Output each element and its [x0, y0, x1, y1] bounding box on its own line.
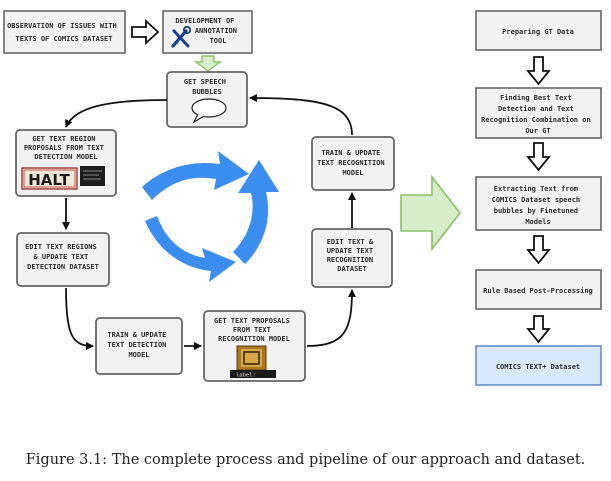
halt-text: HALT: [28, 171, 70, 189]
text-proposals-box: GET TEXT PROPOSALS FROM TEXT RECOGNITION…: [203, 310, 306, 382]
svg-text:GET TEXT REGION PROPOSAL: GET TEXT REGION PROPOSALS FROM TEXT DETE…: [24, 135, 108, 161]
speech-bubbles-line-2: BUBBLES: [192, 88, 222, 96]
train-detection-box: TRAIN & UPDATE TEXT DETECTION MODEL: [95, 317, 183, 375]
edit-text-box: EDIT TEXT & UPDATE TEXT RECOGNITION DATA…: [311, 228, 393, 288]
hollow-arrow-down-4: [526, 315, 551, 344]
finding-best-line-4: Our GT: [525, 127, 550, 135]
svg-text:EDIT TEXT & UPDATE TEXT: EDIT TEXT & UPDATE TEXT RECOGNITION DATA…: [327, 238, 378, 273]
green-down-arrow: [193, 55, 223, 72]
halt-thumbnail: HALT: [21, 166, 105, 190]
hollow-arrow-down-2: [526, 142, 551, 172]
post-processing-box: Rule Based Post-Processing: [475, 269, 602, 310]
post-processing-line-1: Rule Based Post-Processing: [483, 287, 593, 295]
svg-text:DEVELOPMENT OF ANNOTATIO: DEVELOPMENT OF ANNOTATION TOOL: [175, 17, 241, 45]
train-recognition-line-1: TRAIN & UPDATE: [321, 149, 380, 157]
svg-text:OBSERVATION OF ISSUES WITH: OBSERVATION OF ISSUES WITH TEXTS OF COMI…: [7, 22, 121, 43]
region-proposals-box: GET TEXT REGION PROPOSALS FROM TEXT DETE…: [15, 129, 117, 197]
region-proposals-line-1: GET TEXT REGION: [32, 135, 95, 143]
finding-best-line-1: Finding Best Text: [500, 94, 572, 102]
svg-text:Rule Based Post-Processing: Rule Based Post-Processing: [483, 287, 593, 295]
observation-box: OBSERVATION OF ISSUES WITH TEXTS OF COMI…: [3, 10, 126, 54]
extracting-line-2: COMICS Dataset speech: [492, 196, 581, 204]
arrow-edit-to-train-detection: [65, 287, 94, 350]
arrow-train-recognition-to-bubbles: [249, 94, 353, 136]
speech-bubble-icon: [191, 98, 227, 124]
figure-caption: Figure 3.1: The complete process and pip…: [25, 452, 586, 468]
speech-bubbles-line-1: GET SPEECH: [184, 78, 226, 86]
cycle-arrow-bottom: [145, 216, 236, 282]
train-detection-line-1: TRAIN & UPDATE: [107, 331, 166, 339]
svg-text:COMICS TEXT+ Dataset: COMICS TEXT+ Dataset: [496, 363, 580, 371]
development-line-2: ANNOTATION: [195, 27, 237, 35]
finding-best-line-3: Recognition Combination on: [481, 116, 591, 124]
cycle-arrow-right: [233, 160, 279, 264]
region-proposals-line-2: PROPOSALS FROM TEXT: [24, 144, 104, 152]
train-recognition-box: TRAIN & UPDATE TEXT RECOGNITION MODEL: [311, 136, 395, 191]
edit-regions-line-1: EDIT TEXT REGIONS: [25, 243, 97, 251]
svg-text:GET SPEECH BUBBLES: GET SPEECH BUBBLES: [184, 78, 230, 96]
finding-best-box: Finding Best Text Detection and Text Rec…: [475, 87, 602, 139]
dataset-box: COMICS TEXT+ Dataset: [475, 345, 602, 386]
extracting-line-1: Extracting Text from: [494, 185, 578, 193]
svg-text:TRAIN & UPDATE TEXT DETE: TRAIN & UPDATE TEXT DETECTION MODEL: [107, 331, 170, 359]
svg-text:GET TEXT PROPOSALS FROM: GET TEXT PROPOSALS FROM TEXT RECOGNITION…: [214, 317, 294, 343]
observation-line-1: OBSERVATION OF ISSUES WITH: [7, 22, 117, 30]
text-proposal-thumbnail: label:: [230, 345, 276, 379]
hollow-arrow-right: [131, 18, 160, 46]
hollow-arrow-down-3: [526, 235, 551, 265]
train-detection-line-2: TEXT DETECTION: [107, 341, 166, 349]
arrow-bubbles-to-regions: [64, 99, 168, 128]
dataset-line-1: COMICS TEXT+ Dataset: [496, 363, 580, 371]
development-line-1: DEVELOPMENT OF: [175, 17, 234, 25]
edit-text-line-2: UPDATE TEXT: [327, 247, 373, 255]
train-detection-line-3: MODEL: [128, 351, 149, 359]
edit-text-line-1: EDIT TEXT &: [327, 238, 374, 246]
development-box: DEVELOPMENT OF ANNOTATION TOOL: [162, 10, 253, 54]
observation-line-2: TEXTS OF COMICS DATASET: [16, 35, 113, 43]
tools-icon: [171, 25, 192, 48]
text-proposals-line-3: RECOGNITION MODEL: [218, 335, 290, 343]
green-right-arrow: [400, 174, 462, 252]
svg-text:Finding Best Text Detect: Finding Best Text Detection and Text Rec…: [481, 94, 595, 135]
extracting-line-3: bubbles by Finetuned: [494, 207, 578, 215]
svg-text:TRAIN & UPDATE TEXT RECO: TRAIN & UPDATE TEXT RECOGNITION MODEL: [317, 149, 389, 177]
hollow-arrow-down-1: [526, 56, 551, 86]
svg-text:EDIT TEXT REGIONS & UPDA: EDIT TEXT REGIONS & UPDATE TEXT DETECTIO…: [25, 243, 101, 271]
preparing-gt-line-1: Preparing GT Data: [502, 28, 574, 36]
svg-text:Preparing GT Data: Preparing GT Data: [502, 28, 574, 36]
text-proposals-line-2: FROM TEXT: [233, 326, 271, 334]
edit-text-line-4: DATASET: [337, 265, 367, 273]
edit-regions-box: EDIT TEXT REGIONS & UPDATE TEXT DETECTIO…: [16, 232, 110, 287]
svg-text:Extracting Text from COM: Extracting Text from COMICS Dataset spee…: [492, 185, 585, 226]
arrow-proposals-to-edit-text: [306, 289, 356, 347]
cycle-arrow-left: [142, 151, 249, 200]
cycle-arrows-icon: [142, 151, 279, 282]
region-proposals-line-3: DETECTION MODEL: [34, 153, 97, 161]
train-recognition-line-3: MODEL: [342, 169, 363, 177]
thumbnail-label: label:: [236, 373, 256, 379]
finding-best-line-2: Detection and Text: [498, 105, 574, 113]
preparing-gt-box: Preparing GT Data: [475, 10, 602, 51]
extracting-line-4: Models: [525, 218, 550, 226]
extracting-box: Extracting Text from COMICS Dataset spee…: [475, 176, 602, 231]
edit-regions-line-3: DETECTION DATASET: [27, 263, 99, 271]
edit-text-line-3: RECOGNITION: [327, 256, 373, 264]
text-proposals-line-1: GET TEXT PROPOSALS: [214, 317, 290, 325]
development-line-3: TOOL: [210, 37, 227, 45]
speech-bubbles-box: GET SPEECH BUBBLES: [166, 71, 248, 128]
edit-regions-line-2: & UPDATE TEXT: [33, 253, 88, 261]
train-recognition-line-2: TEXT RECOGNITION: [317, 159, 384, 167]
